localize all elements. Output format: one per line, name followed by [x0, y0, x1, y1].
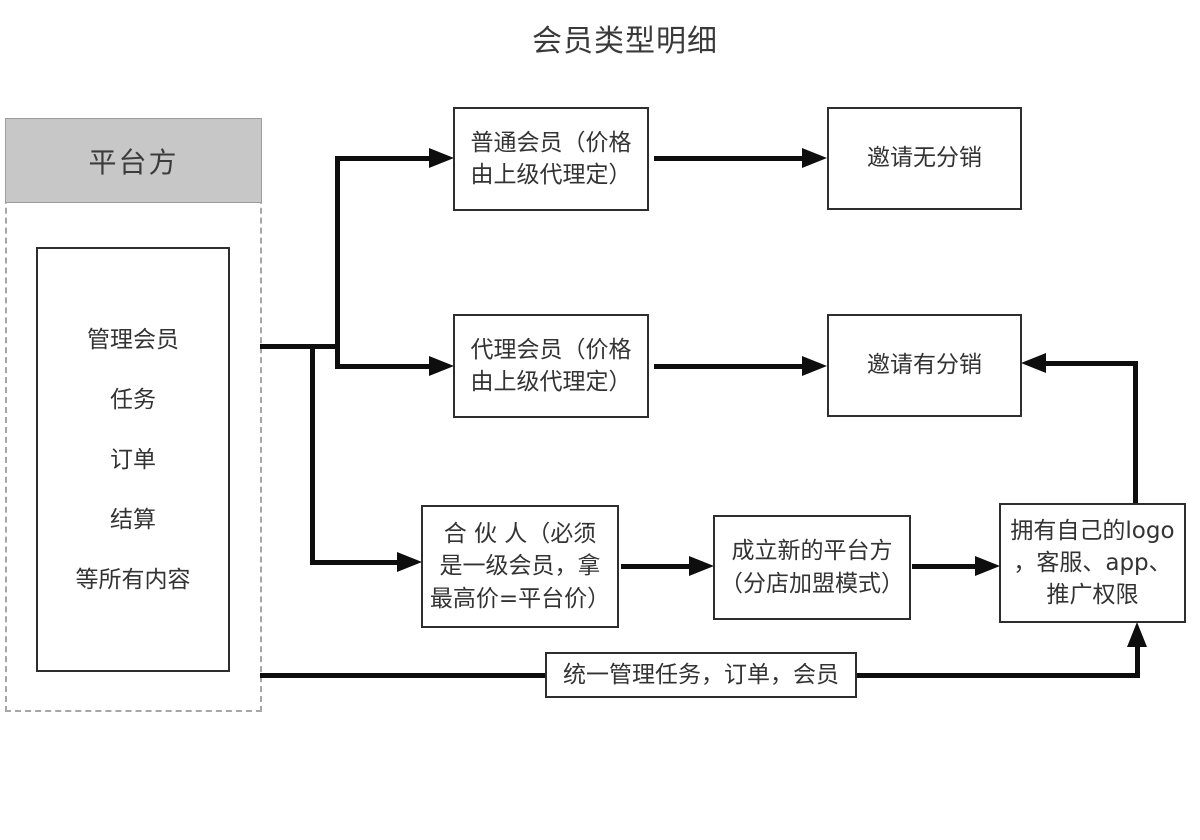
capability-item-all-content: 等所有内容: [75, 566, 191, 593]
node-ordinary-member: 普通会员（价格 由上级代理定）: [453, 107, 649, 211]
arrowhead-partner-to-new-platform: [689, 556, 714, 576]
connector-new-platform-to-own-branding: [912, 564, 975, 569]
connector-unified-management-vertical: [1135, 645, 1140, 676]
arrowhead-to-agent: [429, 356, 454, 376]
node-agent-member: 代理会员（价格 由上级代理定）: [453, 314, 649, 418]
connector-partner-to-new-platform: [621, 564, 689, 569]
connector-feedback-vertical: [1133, 361, 1138, 503]
node-invite-no-distribution: 邀请无分销: [827, 107, 1022, 210]
arrowhead-ordinary-to-invite-no: [802, 148, 827, 168]
edge-label-unified-management: 统一管理任务，订单，会员: [545, 652, 857, 698]
node-own-branding: 拥有自己的logo ，客服、app、 推广权限: [999, 503, 1186, 623]
capability-item-orders: 订单: [110, 446, 156, 473]
arrowhead-to-partner: [397, 552, 422, 572]
platform-header: 平台方: [5, 118, 262, 203]
capability-item-settlement: 结算: [110, 506, 156, 533]
connector-to-partner: [310, 560, 397, 565]
connector-ordinary-to-invite-no: [654, 156, 802, 161]
connector-agent-to-invite-yes: [654, 364, 802, 369]
arrowhead-new-platform-to-own-branding: [975, 556, 1000, 576]
connector-branch-upper-vertical: [335, 156, 340, 369]
node-new-platform: 成立新的平台方 （分店加盟模式）: [713, 515, 911, 620]
arrowhead-unified-management-to-own-branding: [1127, 622, 1147, 647]
connector-feedback-horizontal: [1046, 361, 1138, 366]
capability-item-tasks: 任务: [110, 386, 156, 413]
connector-platform-out: [260, 344, 339, 349]
platform-capabilities-box: 管理会员 任务 订单 结算 等所有内容: [36, 247, 230, 672]
connector-to-agent: [335, 364, 429, 369]
node-partner: 合 伙 人（必须 是一级会员，拿 最高价=平台价）: [421, 505, 619, 628]
connector-branch-lower-vertical: [310, 344, 315, 565]
arrowhead-to-ordinary: [429, 148, 454, 168]
connector-to-ordinary: [335, 156, 429, 161]
capability-item-manage-members: 管理会员: [87, 326, 179, 353]
page-title: 会员类型明细: [532, 24, 718, 59]
node-invite-with-distribution: 邀请有分销: [827, 314, 1022, 417]
arrowhead-feedback-to-invite-yes: [1021, 353, 1046, 373]
arrowhead-agent-to-invite-yes: [802, 356, 827, 376]
